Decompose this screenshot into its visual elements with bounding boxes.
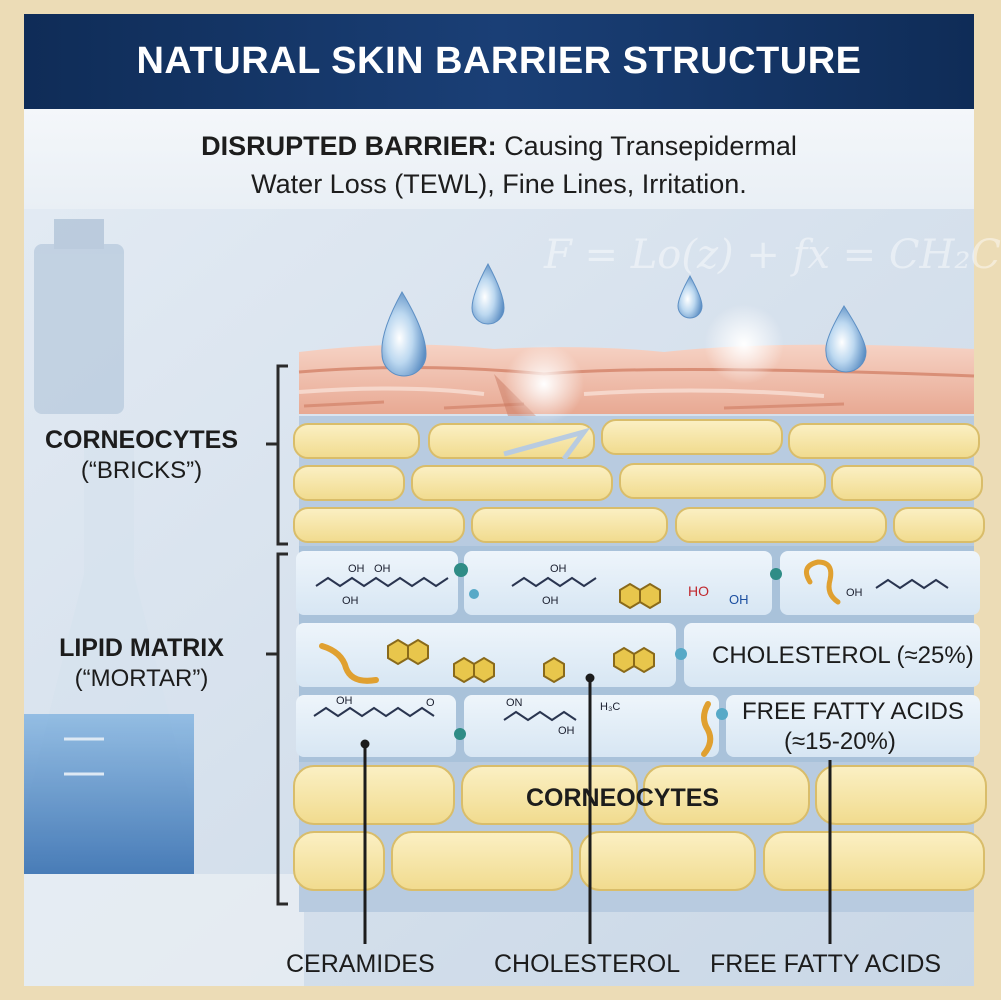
bottom-label-ceramides: CERAMIDES xyxy=(286,950,435,978)
callout-ffa-line2: (≈15-20%) xyxy=(784,728,896,755)
cholesterol-molecules xyxy=(387,582,661,684)
svg-text:OH: OH xyxy=(342,595,359,607)
fatty-acid-chains xyxy=(319,559,841,757)
water-droplets xyxy=(381,262,867,424)
svg-text:H₃C: H₃C xyxy=(600,701,620,713)
subtitle-line1: Causing Transepidermal xyxy=(504,131,797,161)
water-drop-icon xyxy=(381,290,427,377)
molecule-text: OH OH OH OH OH HO OH OH OH O ON OH H₃C xyxy=(336,563,863,737)
callout-corneocytes: CORNEOCYTES xyxy=(526,784,720,812)
infographic-frame: OH OH OH OH OH HO OH OH OH O ON OH H₃C xyxy=(24,14,1001,986)
water-drop-icon xyxy=(677,274,703,319)
ceramide-molecules xyxy=(313,576,949,722)
water-drop-icon xyxy=(825,305,867,373)
svg-text:O: O xyxy=(426,697,435,709)
lab-flask xyxy=(24,434,194,874)
label-lipid-matrix: LIPID MATRIX (“MORTAR”) xyxy=(59,634,224,692)
page-title: NATURAL SKIN BARRIER STRUCTURE xyxy=(136,40,862,82)
lab-bottle xyxy=(34,219,124,414)
title-banner: NATURAL SKIN BARRIER STRUCTURE xyxy=(24,14,974,109)
bottom-label-free-fatty-acids: FREE FATTY ACIDS xyxy=(710,950,942,978)
bracket-corneocytes xyxy=(266,364,288,546)
svg-text:OH: OH xyxy=(542,595,559,607)
svg-text:OH: OH xyxy=(729,592,749,607)
svg-text:OH: OH xyxy=(550,563,567,575)
water-drop-icon xyxy=(471,262,505,325)
subtitle-line2: Water Loss (TEWL), Fine Lines, Irritatio… xyxy=(251,169,747,199)
svg-text:ON: ON xyxy=(506,697,523,709)
lab-table xyxy=(24,874,304,986)
callout-cholesterol-percent: CHOLESTEROL (≈25%) xyxy=(712,642,974,669)
svg-text:OH: OH xyxy=(846,587,863,599)
subtitle-bold: DISRUPTED BARRIER: xyxy=(201,131,497,161)
leader-lines xyxy=(360,673,832,944)
svg-text:OH: OH xyxy=(558,725,575,737)
upper-corneocytes xyxy=(293,416,985,546)
subtitle: DISRUPTED BARRIER: Causing Transepiderma… xyxy=(24,127,974,203)
label-corneocytes: CORNEOCYTES (“BRICKS”) xyxy=(44,426,239,484)
diagram-canvas: OH OH OH OH OH HO OH OH OH O ON OH H₃C xyxy=(24,209,987,986)
lower-corneocytes xyxy=(293,762,987,912)
callout-ffa-line1: FREE FATTY ACIDS xyxy=(742,698,964,725)
svg-text:OH: OH xyxy=(374,563,391,575)
background-formula: F = Lo(z) + fx = CH₂C xyxy=(544,232,1001,278)
subtitle-band: DISRUPTED BARRIER: Causing Transepiderma… xyxy=(24,109,974,209)
svg-text:OH: OH xyxy=(348,563,365,575)
bracket-lipid-matrix xyxy=(266,552,288,906)
svg-text:HO: HO xyxy=(688,583,709,599)
bottom-label-cholesterol: CHOLESTEROL xyxy=(494,950,681,978)
svg-text:OH: OH xyxy=(336,695,353,707)
